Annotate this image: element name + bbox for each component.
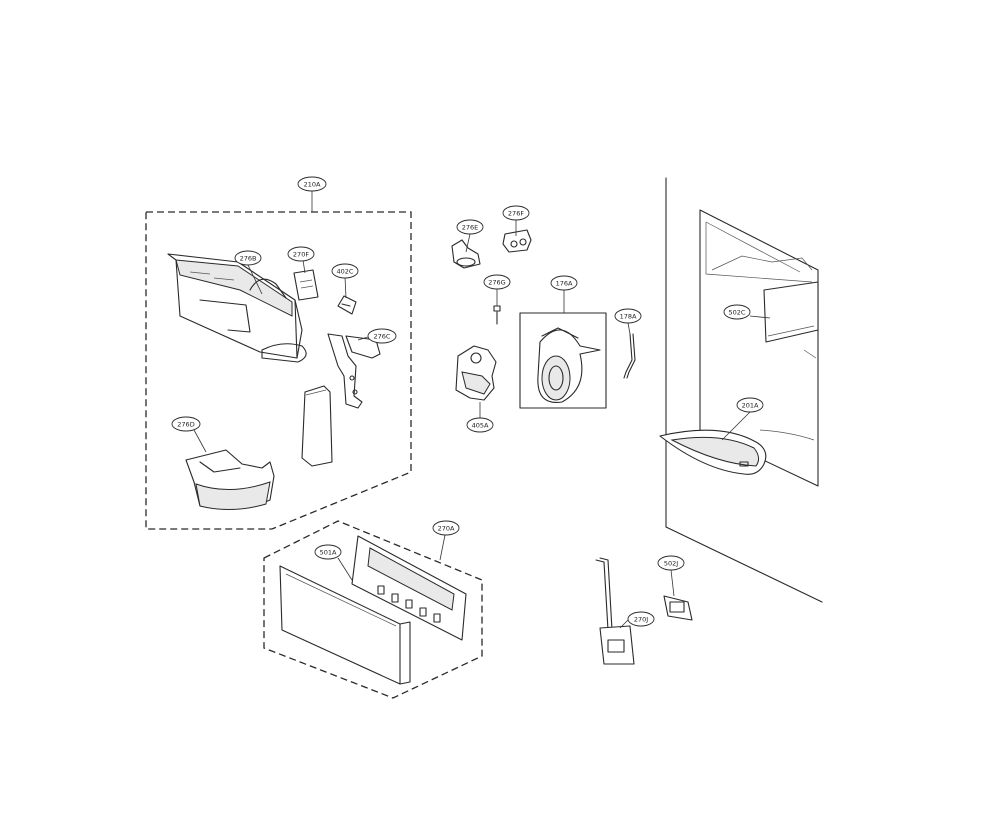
assembly-group-dispenser bbox=[145, 191, 412, 530]
callout-label-270f: 270F bbox=[293, 251, 309, 259]
callout-402c: 402C bbox=[331, 263, 359, 279]
clamp-part-276e bbox=[451, 239, 481, 269]
callout-276f: 276F bbox=[502, 205, 530, 221]
assembly-group-control bbox=[263, 520, 483, 699]
callout-270a: 270A bbox=[432, 520, 460, 536]
callout-label-276b: 276B bbox=[240, 255, 257, 263]
callout-270f: 270F bbox=[287, 246, 315, 262]
pad-part-502j bbox=[663, 595, 693, 621]
callout-270j: 270J bbox=[627, 611, 655, 627]
callout-leaders bbox=[193, 220, 771, 629]
callout-label-502c: 502C bbox=[729, 309, 746, 317]
board-cover-part-501a bbox=[279, 565, 411, 685]
dispenser-housing-part bbox=[167, 253, 307, 363]
paddle-plate-part bbox=[301, 385, 333, 467]
callout-label-405a: 405A bbox=[472, 422, 489, 430]
callout-276g: 276G bbox=[483, 274, 511, 290]
callout-label-276f: 276F bbox=[508, 210, 524, 218]
screw-part-276g bbox=[493, 305, 501, 325]
callout-label-502j: 502J bbox=[664, 560, 678, 568]
callout-276e: 276E bbox=[456, 219, 484, 235]
grille-tray-part-201a bbox=[659, 429, 767, 475]
bracket-part-270j bbox=[595, 557, 635, 665]
callout-210a: 210A bbox=[297, 176, 327, 192]
callout-label-276d: 276D bbox=[177, 421, 194, 429]
callout-502j: 502J bbox=[657, 555, 685, 571]
callout-label-270j: 270J bbox=[634, 616, 648, 624]
lever-arm-part bbox=[327, 333, 381, 409]
callout-label-210a: 210A bbox=[304, 181, 321, 189]
motor-part-405a bbox=[455, 345, 497, 418]
callout-276c: 276C bbox=[367, 328, 397, 344]
callout-label-178a: 178A bbox=[620, 313, 637, 321]
callout-501a: 501A bbox=[314, 544, 342, 560]
callout-label-201a: 201A bbox=[742, 402, 759, 410]
callout-276d: 276D bbox=[171, 416, 201, 432]
rod-part-178a bbox=[623, 333, 636, 379]
clip-part-402c bbox=[337, 295, 357, 315]
clamp-part-276f bbox=[502, 229, 532, 253]
control-board-part-270a bbox=[351, 535, 467, 641]
door-inner-panel bbox=[699, 209, 819, 487]
cover-plate-part-502c bbox=[763, 281, 819, 343]
auger-part-176a bbox=[519, 312, 607, 409]
callout-label-501a: 501A bbox=[320, 549, 337, 557]
callout-502c: 502C bbox=[723, 304, 751, 320]
callout-405a: 405A bbox=[466, 417, 494, 433]
callout-label-270a: 270A bbox=[438, 525, 455, 533]
callout-label-276e: 276E bbox=[462, 224, 479, 232]
drip-tray-part bbox=[185, 449, 275, 511]
callout-label-276g: 276G bbox=[488, 279, 505, 287]
callout-276b: 276B bbox=[234, 250, 262, 266]
callout-178a: 178A bbox=[614, 308, 642, 324]
callout-label-276c: 276C bbox=[374, 333, 391, 341]
callout-176a: 176A bbox=[550, 275, 578, 291]
cabinet-wall bbox=[665, 177, 823, 603]
callout-label-402c: 402C bbox=[337, 268, 354, 276]
callout-201a: 201A bbox=[736, 397, 764, 413]
card-part-270f bbox=[293, 269, 319, 301]
callout-label-176a: 176A bbox=[556, 280, 573, 288]
